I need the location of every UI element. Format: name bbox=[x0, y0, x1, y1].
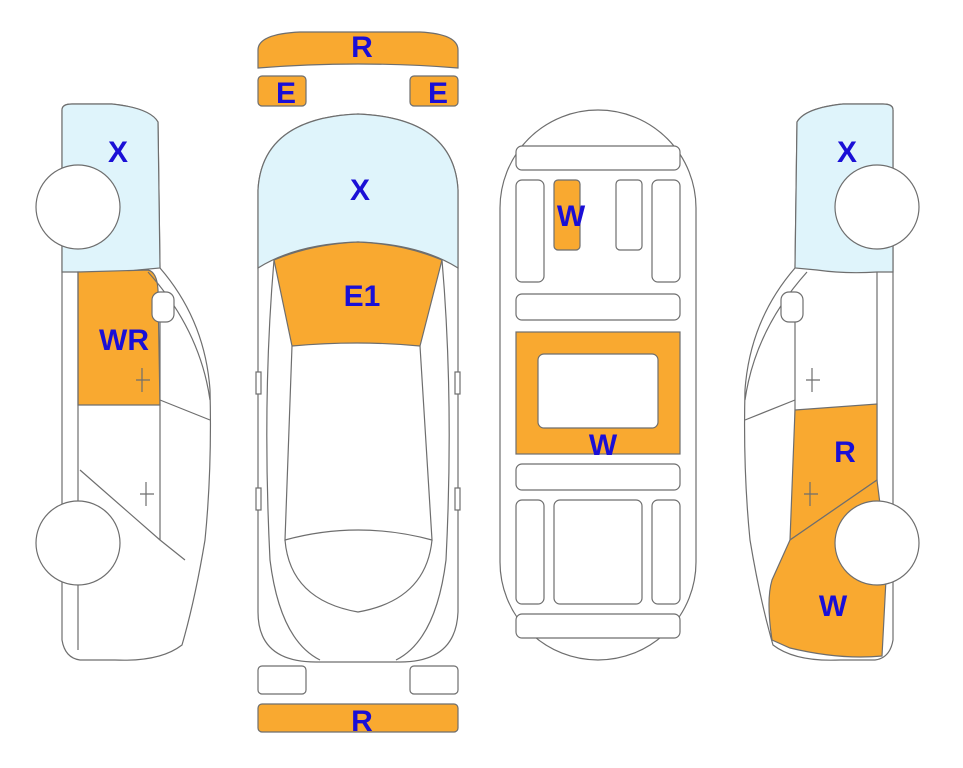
left-front-door-handle[interactable] bbox=[136, 368, 150, 392]
right-side-front-fender-code: X bbox=[837, 136, 857, 169]
underbody-center-floor-inner bbox=[537, 353, 659, 429]
top-hood-code: X bbox=[350, 174, 370, 207]
right-side-pillar-line bbox=[744, 399, 796, 421]
top-left-headlight[interactable] bbox=[257, 75, 307, 107]
top-right-headlight[interactable] bbox=[409, 75, 459, 107]
top-right-mirror[interactable] bbox=[454, 371, 461, 395]
underbody-mid-crossmember bbox=[515, 293, 681, 321]
left-side-window-line bbox=[147, 271, 211, 401]
top-rear-bumper-code: R bbox=[351, 705, 373, 738]
left-side-mirror[interactable] bbox=[151, 291, 175, 323]
underbody-center-floor-code: W bbox=[589, 429, 618, 462]
top-roof-outline bbox=[284, 345, 433, 541]
top-right-rear-mirror-mark bbox=[454, 487, 461, 511]
top-left-headlight-code: E bbox=[276, 77, 296, 110]
underbody-front-crossmember bbox=[515, 145, 681, 171]
underbody-rear-crossmember bbox=[515, 463, 681, 491]
left-side-front-door-panel[interactable] bbox=[77, 269, 161, 406]
underbody-right-front-rail bbox=[651, 179, 681, 283]
top-rear-bumper[interactable] bbox=[257, 703, 459, 733]
top-windshield-panel[interactable] bbox=[273, 241, 443, 347]
left-rear-wheel bbox=[35, 500, 121, 586]
underbody-left-front-rail bbox=[515, 179, 545, 283]
underbody-front-member[interactable] bbox=[553, 179, 581, 251]
top-right-pillar bbox=[395, 259, 450, 661]
top-left-taillight[interactable] bbox=[257, 665, 307, 695]
left-rear-door-handle[interactable] bbox=[140, 482, 154, 506]
left-side-view: X WR bbox=[35, 103, 212, 661]
top-front-bumper[interactable] bbox=[257, 31, 459, 69]
top-rear-window bbox=[284, 539, 433, 613]
underbody-rear-panel bbox=[515, 613, 681, 639]
right-side-view: X R W bbox=[743, 103, 920, 661]
top-left-mirror[interactable] bbox=[255, 371, 262, 395]
underbody-right-rear-rail bbox=[651, 499, 681, 605]
top-left-pillar bbox=[266, 259, 321, 661]
top-right-taillight[interactable] bbox=[409, 665, 459, 695]
right-side-rear-door-code: R bbox=[834, 436, 856, 469]
top-view: R E E X E1 R bbox=[255, 31, 461, 738]
right-rear-door-handle[interactable] bbox=[804, 482, 818, 506]
top-windshield-code: E1 bbox=[344, 280, 381, 313]
left-side-front-fender-code: X bbox=[108, 136, 128, 169]
right-front-door-handle[interactable] bbox=[806, 368, 820, 392]
right-side-rear-quarter-code: W bbox=[819, 590, 848, 623]
underbody-right-front-inner bbox=[615, 179, 643, 251]
right-side-mirror[interactable] bbox=[780, 291, 804, 323]
right-front-wheel bbox=[834, 164, 920, 250]
top-right-headlight-code: E bbox=[428, 77, 448, 110]
underbody-left-rear-rail bbox=[515, 499, 545, 605]
underbody-view: W W bbox=[499, 109, 697, 661]
top-front-bumper-code: R bbox=[351, 31, 373, 64]
top-left-rear-mirror-mark bbox=[255, 487, 262, 511]
left-side-front-door-code: WR bbox=[99, 324, 149, 357]
right-rear-wheel bbox=[834, 500, 920, 586]
left-side-pillar-line bbox=[159, 399, 211, 421]
right-side-window-line bbox=[744, 271, 808, 401]
underbody-front-member-code: W bbox=[557, 200, 586, 233]
left-front-wheel bbox=[35, 164, 121, 250]
underbody-rear-floor bbox=[553, 499, 643, 605]
